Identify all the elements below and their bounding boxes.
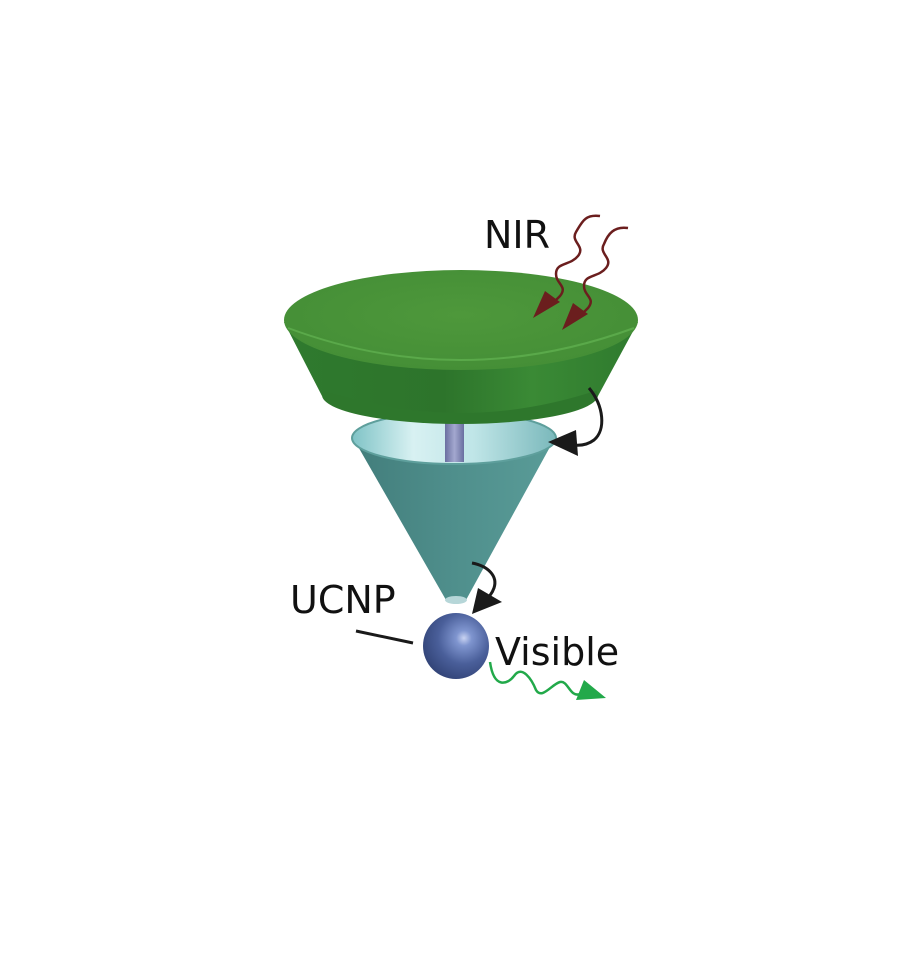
nir-label: NIR: [484, 213, 550, 257]
connector-rod: [445, 420, 464, 462]
cone-tip: [445, 596, 467, 604]
nir-arrow-2: [579, 226, 629, 317]
nir-arrowhead-2: [562, 303, 588, 330]
transfer-arrowhead-cone-to-ucnp: [472, 588, 502, 614]
visible-arrowhead: [576, 680, 606, 700]
ucnp-pointer-line: [355, 629, 414, 645]
visible-arrow: [488, 661, 581, 696]
visible-label: Visible: [495, 630, 619, 674]
disk-rim-highlight: [287, 327, 635, 361]
antenna-disk: [284, 270, 638, 424]
ucnp-sphere: [423, 613, 489, 679]
transfer-arrowhead-disk-to-cone: [548, 430, 578, 456]
nir-arrows: [551, 214, 629, 317]
nir-arrowhead-1: [533, 291, 560, 318]
nir-arrow-1: [551, 214, 601, 305]
ucnp-label: UCNP: [290, 578, 396, 622]
cone-body: [352, 436, 556, 600]
